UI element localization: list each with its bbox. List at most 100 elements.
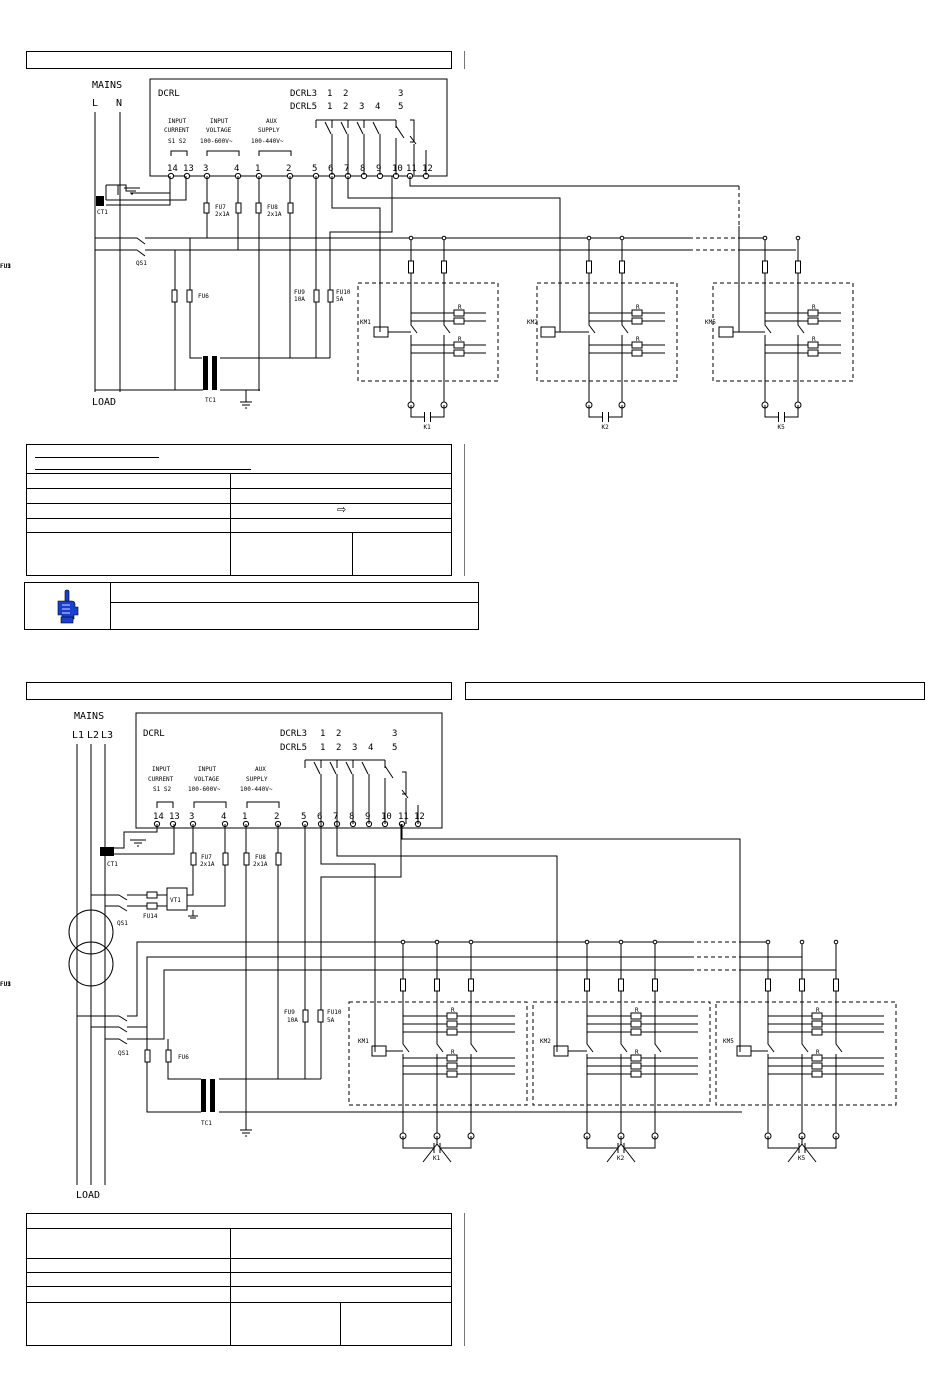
resistor-label: R	[636, 336, 640, 343]
qs-label: QS1	[117, 920, 128, 927]
junction-dot	[400, 939, 406, 945]
group-label: S1 S2	[153, 786, 171, 793]
fuse-rating: 2x1A	[253, 861, 268, 868]
section-header-bar-bottom-left	[26, 682, 452, 700]
contactor-enclosure	[715, 1001, 897, 1106]
terminal-screw	[167, 172, 175, 180]
margin-rule-table-bottom	[464, 1213, 465, 1346]
terminal-number: 6	[317, 812, 322, 822]
group-label: INPUT	[210, 118, 228, 125]
terminal-number: 9	[376, 164, 381, 174]
resistor	[630, 1020, 642, 1028]
contactor-label: KM2	[527, 319, 538, 326]
spec-table-top: ⇨	[26, 444, 452, 576]
model-label: DCRL5	[280, 743, 307, 753]
fuse	[434, 978, 440, 992]
section-header-bar-top	[26, 51, 452, 69]
output-number: 2	[343, 102, 348, 112]
output-number: 1	[320, 729, 325, 739]
fuse-label: FU5	[0, 263, 11, 270]
contactor-label: KM5	[723, 1038, 734, 1045]
group-label: CURRENT	[148, 776, 174, 783]
group-label: 100-600V~	[188, 786, 221, 793]
resistor	[807, 309, 819, 317]
fuse-label: FU10	[327, 1009, 342, 1016]
group-label: 100-600V~	[200, 138, 233, 145]
output-number: 3	[359, 102, 364, 112]
junction-dot	[795, 235, 801, 241]
resistor	[811, 1028, 823, 1036]
fuse-label: FU1	[0, 981, 11, 988]
contactor-enclosure	[357, 282, 499, 382]
device-label: DCRL	[143, 729, 165, 739]
fuse-label: FU2	[0, 263, 11, 270]
resistor-label: R	[458, 304, 462, 311]
group-label: 100-440V~	[240, 786, 273, 793]
terminal-number: 1	[242, 812, 247, 822]
fuse	[652, 978, 658, 992]
fuse	[441, 260, 447, 274]
contactor-label: KM5	[705, 319, 716, 326]
output-number: 1	[320, 743, 325, 753]
group-label: 100-440V~	[251, 138, 284, 145]
resistor	[807, 349, 819, 357]
resistor-label: R	[458, 336, 462, 343]
junction-dot	[468, 939, 474, 945]
fuse	[586, 260, 592, 274]
margin-rule-top	[464, 51, 465, 69]
output-number: 5	[398, 102, 403, 112]
dcrl-controller	[135, 712, 443, 829]
output-number: 2	[336, 729, 341, 739]
spec-table-bottom	[26, 1213, 452, 1346]
load-label: LOAD	[76, 1190, 100, 1201]
resistor	[811, 1020, 823, 1028]
resistor-label: R	[451, 1007, 455, 1014]
capacitor-label: K2	[602, 424, 610, 431]
fuse-label: FU6	[178, 1054, 189, 1061]
contactor-enclosure	[712, 282, 854, 382]
resistor-label: R	[635, 1049, 639, 1056]
terminal-number: 6	[328, 164, 333, 174]
output-number: 2	[343, 89, 348, 99]
group-label: VOLTAGE	[194, 776, 220, 783]
junction-dot	[762, 235, 768, 241]
terminal-number: 10	[392, 164, 403, 174]
group-label: AUX	[266, 118, 277, 125]
resistor	[807, 317, 819, 325]
group-label: INPUT	[168, 118, 186, 125]
capacitor-label: K1	[433, 1155, 441, 1162]
fuse-label: FU2	[0, 981, 11, 988]
fuse-label: FU9	[294, 289, 305, 296]
resistor-label: R	[812, 304, 816, 311]
fuse	[765, 978, 771, 992]
contactor-label: KM1	[358, 1038, 369, 1045]
terminal-number: 4	[221, 812, 226, 822]
junction-dot	[408, 235, 414, 241]
junction-dot	[652, 939, 658, 945]
spec-table-top-row	[27, 532, 451, 575]
spec-table-top-row: ⇨	[27, 503, 451, 519]
dcrl-controller	[149, 78, 448, 177]
fuse-label: FU1	[0, 263, 11, 270]
load-label: LOAD	[92, 397, 116, 408]
terminal-number: 4	[234, 164, 239, 174]
output-number: 1	[327, 102, 332, 112]
resistor	[811, 1070, 823, 1078]
contactor-coil	[371, 1045, 387, 1057]
group-label: VOLTAGE	[206, 127, 232, 134]
fuse-label: FU8	[255, 854, 266, 861]
contactor-coil	[718, 326, 734, 338]
tc-label: TC1	[201, 1120, 212, 1127]
resistor	[453, 309, 465, 317]
contactor-coil	[540, 326, 556, 338]
wiring-diagram-three-phase: MAINS L1 L2 L3 LOAD DCRL DCRL3 1 2 3 DCR…	[0, 711, 897, 1201]
group-label: SUPPLY	[258, 127, 280, 134]
terminal-number: 1	[255, 164, 260, 174]
fuse-rating: 2x1A	[215, 211, 230, 218]
junction-dot	[584, 939, 590, 945]
resistor-label: R	[451, 1049, 455, 1056]
contactor-label: KM1	[360, 319, 371, 326]
terminal-number: 12	[414, 812, 425, 822]
